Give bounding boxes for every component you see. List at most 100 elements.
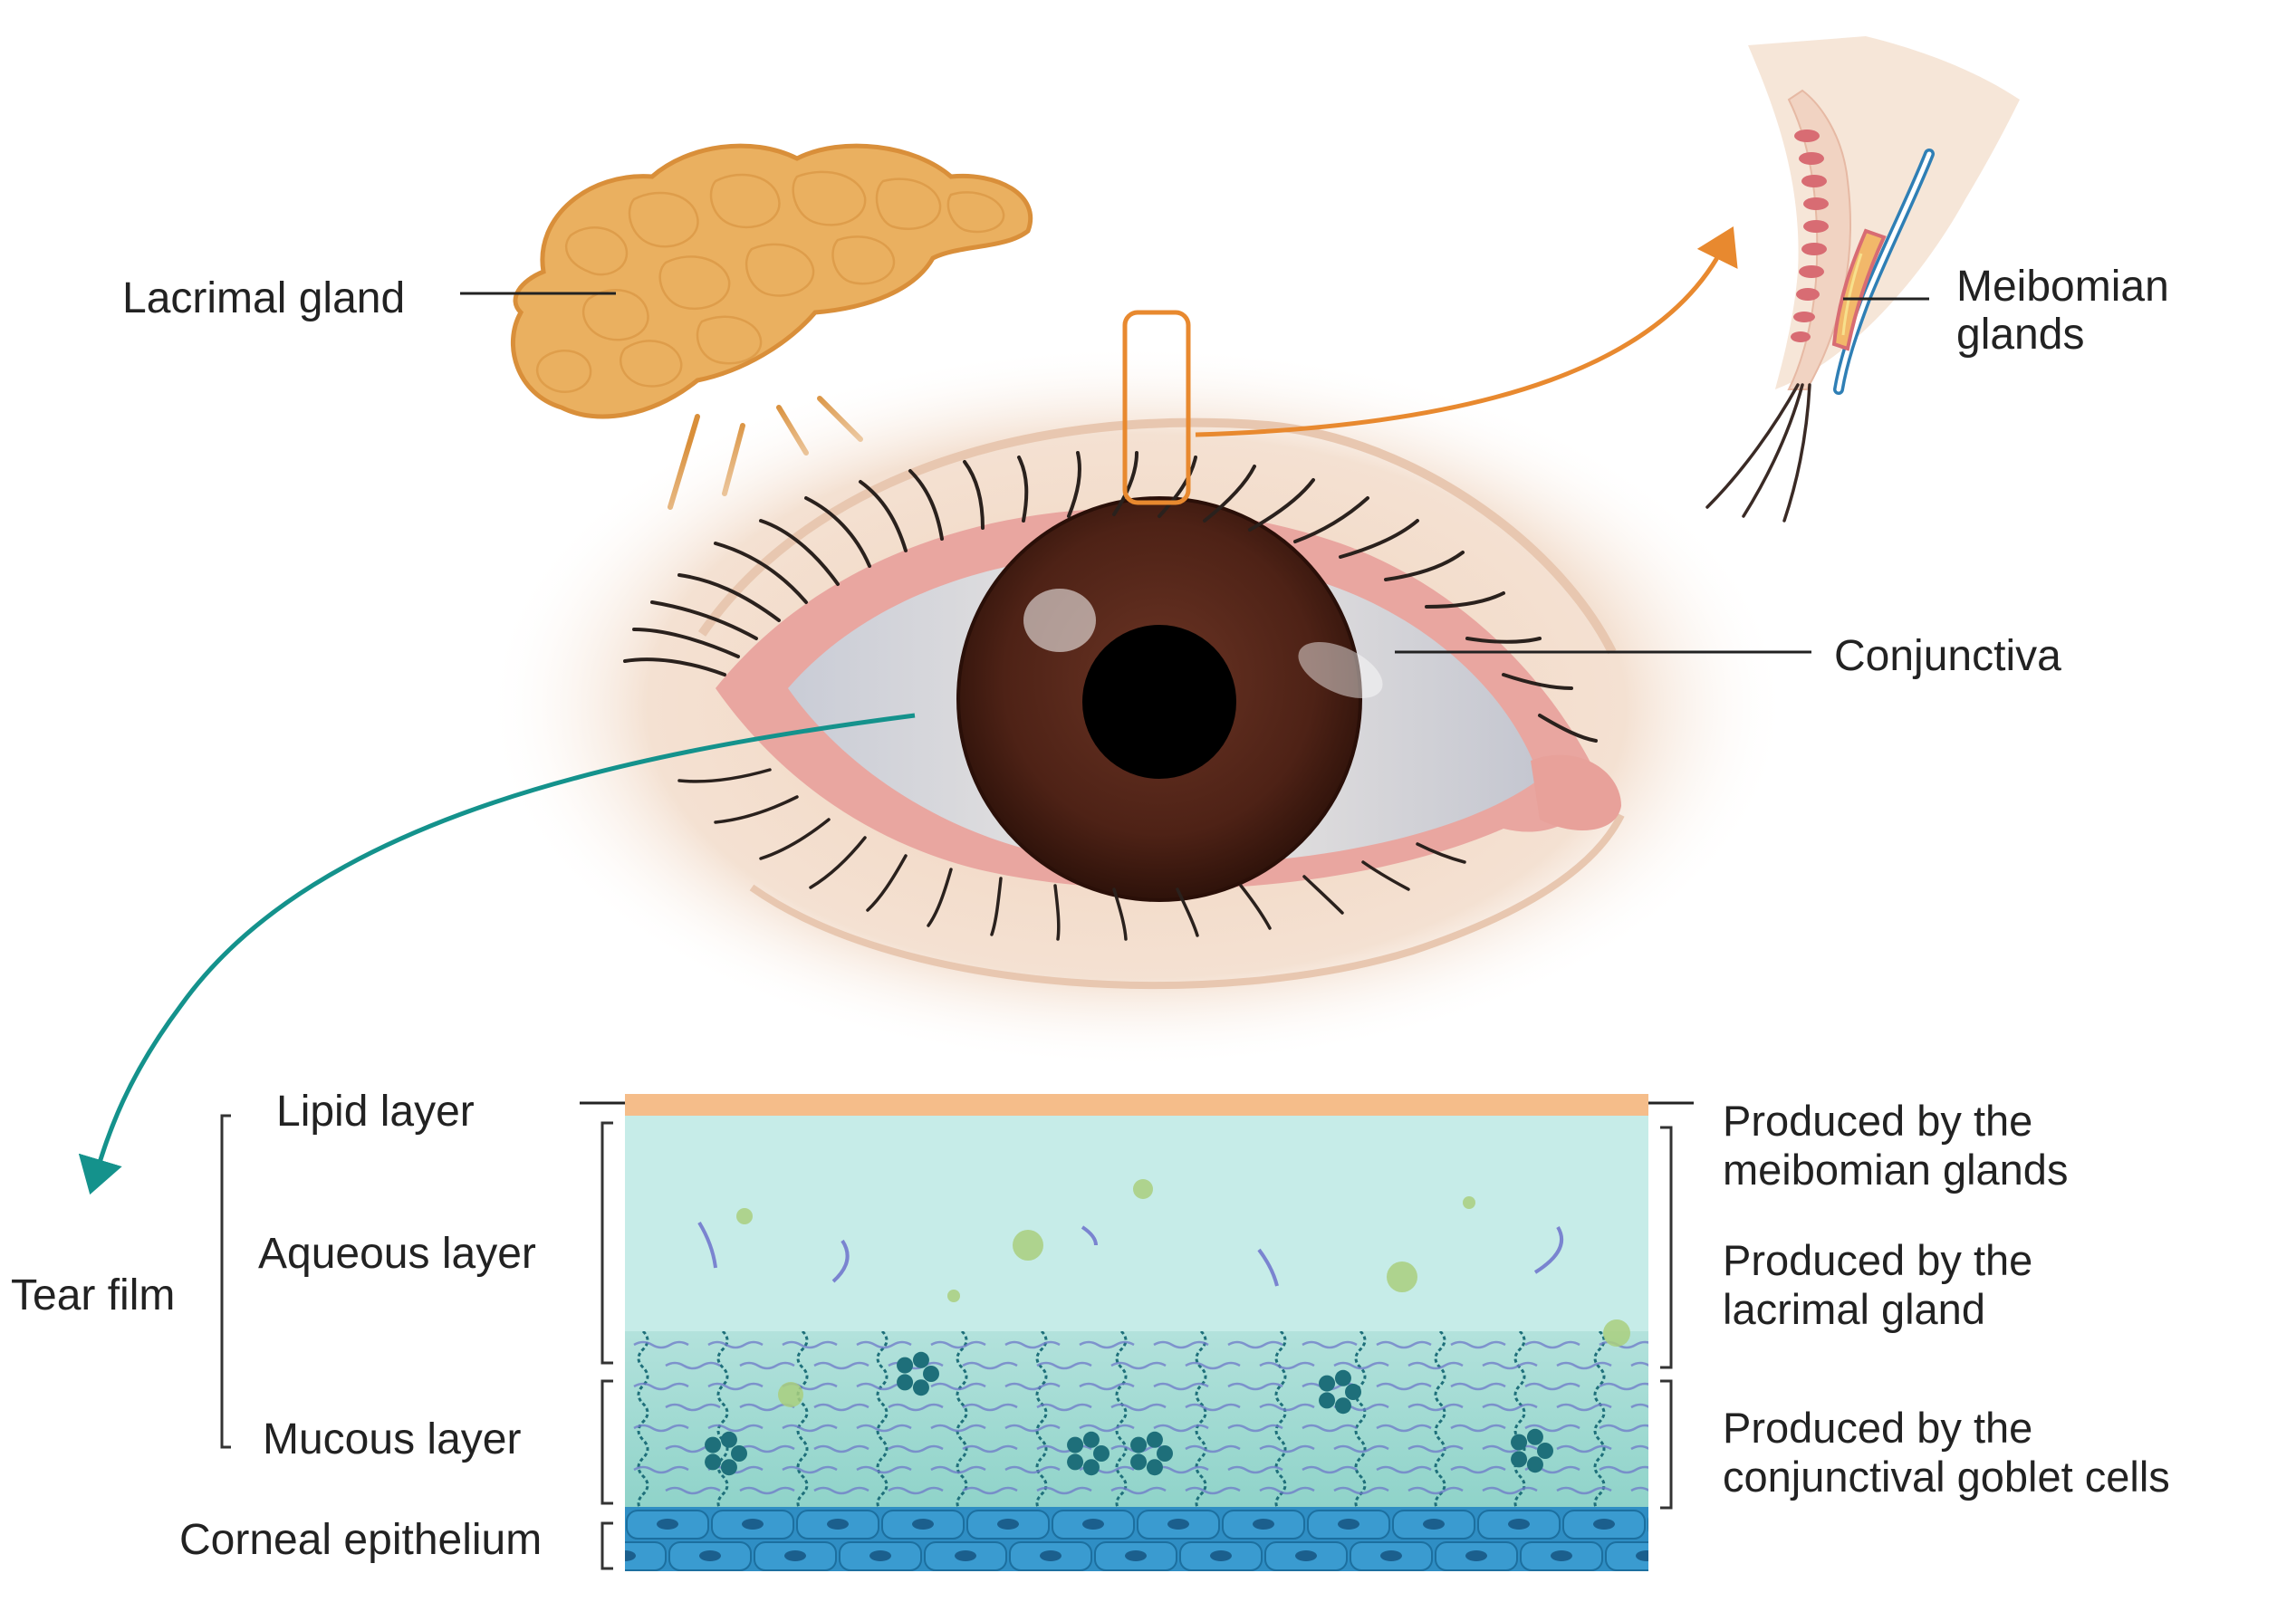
mucin-squiggle — [1450, 1382, 1506, 1391]
meibomian-label-line2: glands — [1956, 311, 2084, 359]
epithelium-bracket-left — [600, 1521, 613, 1570]
aqueous-bracket-right — [1660, 1126, 1673, 1369]
mucin-squiggle — [1227, 1465, 1283, 1474]
mucin-squiggle — [1407, 1403, 1464, 1412]
conjunctiva-label: Conjunctiva — [1834, 632, 2061, 680]
mucin-squiggle — [1376, 1382, 1432, 1391]
mucin-squiggle — [1259, 1444, 1315, 1453]
mucin-squiggle — [813, 1403, 869, 1412]
gland-acini — [1791, 130, 1829, 342]
epithelial-cell — [1477, 1510, 1561, 1540]
mucin-squiggle — [1227, 1424, 1283, 1433]
epithelial-cell — [711, 1510, 794, 1540]
mucin-squiggle — [739, 1361, 795, 1370]
mucin-rosette — [1130, 1431, 1173, 1476]
aqueous-bracket-left — [600, 1121, 613, 1365]
mucin-squiggle — [1302, 1424, 1358, 1433]
mucin-squiggle — [1036, 1361, 1092, 1370]
meibomian-gland-illustration — [1705, 36, 2020, 523]
meibomian-callout-box — [1122, 310, 1191, 505]
protein-particle — [778, 1382, 803, 1407]
mucin-squiggle — [1110, 1403, 1167, 1412]
mucin-squiggle — [1333, 1361, 1389, 1370]
epithelial-cell — [796, 1510, 879, 1540]
tear-film-cross-section — [625, 1114, 1648, 1571]
mucous-source-line1: Produced by the — [1723, 1404, 2032, 1452]
mucin-squiggle — [1556, 1444, 1612, 1453]
mucin-strand — [637, 1331, 649, 1508]
mucin-strand — [1434, 1331, 1446, 1508]
mucin-squiggle — [1630, 1444, 1648, 1451]
mucin-squiggle — [1079, 1382, 1135, 1391]
tear-film-label: Tear film — [11, 1271, 175, 1319]
protein-particle — [947, 1290, 960, 1302]
mucin-squiggle — [1110, 1361, 1167, 1370]
protein-strand — [1257, 1248, 1279, 1287]
protein-strand — [1533, 1225, 1563, 1274]
mucin-squiggle — [1482, 1486, 1538, 1495]
mucin-squiggle — [1450, 1340, 1506, 1349]
mucin-squiggle — [930, 1465, 986, 1474]
epithelial-cell — [754, 1541, 837, 1571]
tear-film-bracket — [220, 1114, 231, 1449]
mucin-strand — [956, 1331, 968, 1508]
mucin-squiggle — [930, 1424, 986, 1433]
mucin-squiggle — [707, 1424, 764, 1433]
mucin-rosette — [705, 1431, 747, 1476]
lacrimal-gland-illustration — [510, 143, 1033, 510]
mucin-squiggle — [1450, 1424, 1506, 1433]
epithelial-cell — [1179, 1541, 1263, 1571]
mucin-squiggle — [1599, 1424, 1648, 1433]
mucin-squiggle — [1556, 1486, 1612, 1495]
aqueous-source-line1: Produced by the — [1723, 1236, 2032, 1284]
mucin-squiggle — [1004, 1340, 1061, 1349]
epithelial-cell — [1052, 1510, 1135, 1540]
mucin-squiggle — [633, 1424, 689, 1433]
mucin-squiggle — [1004, 1424, 1061, 1433]
mucin-squiggle — [813, 1486, 869, 1495]
mucous-layer-band — [625, 1331, 1648, 1508]
mucin-strand — [1513, 1331, 1526, 1508]
protein-particle — [736, 1208, 753, 1224]
mucin-squiggle — [1153, 1424, 1209, 1433]
mucin-rosette — [1319, 1369, 1361, 1415]
mucin-strand — [1274, 1331, 1287, 1508]
mucin-squiggle — [633, 1382, 689, 1391]
lipid-source-line2: meibomian glands — [1723, 1146, 2068, 1194]
mucin-strand — [1354, 1331, 1367, 1508]
mucin-squiggle — [1259, 1403, 1315, 1412]
mucin-squiggle — [1482, 1403, 1538, 1412]
mucin-squiggle — [1630, 1361, 1648, 1367]
mucin-strand — [1035, 1331, 1048, 1508]
aqueous-source-line2: lacrimal gland — [1723, 1285, 1985, 1333]
mucin-rosette — [897, 1351, 939, 1396]
mucin-squiggle — [1079, 1340, 1135, 1349]
mucin-squiggle — [1153, 1465, 1209, 1474]
zoom-arrow-to-tear-film — [78, 713, 916, 1195]
mucin-squiggle — [813, 1361, 869, 1370]
mucin-squiggle — [707, 1382, 764, 1391]
aqueous-layer-label: Aqueous layer — [258, 1230, 536, 1278]
mucin-squiggle — [1185, 1486, 1241, 1495]
mucin-squiggle — [1110, 1486, 1167, 1495]
mucin-squiggle — [962, 1361, 1018, 1370]
protein-particle — [1603, 1319, 1630, 1347]
mucous-layer-label: Mucous layer — [263, 1415, 521, 1463]
mucin-squiggle — [1524, 1424, 1580, 1433]
protein-particle — [1463, 1196, 1475, 1209]
mucin-squiggle — [665, 1403, 721, 1412]
mucin-squiggle — [1185, 1361, 1241, 1370]
mucin-squiggle — [1036, 1403, 1092, 1412]
mucin-squiggle — [739, 1486, 795, 1495]
mucin-squiggle — [1407, 1361, 1464, 1370]
protein-particle — [1133, 1179, 1153, 1199]
mucin-squiggle — [1407, 1486, 1464, 1495]
epithelial-cell — [1350, 1541, 1433, 1571]
mucin-squiggle — [1079, 1424, 1135, 1433]
mucin-squiggle — [962, 1444, 1018, 1453]
mucin-squiggle — [962, 1403, 1018, 1412]
mucin-squiggle — [888, 1486, 944, 1495]
epithelial-cell — [1222, 1510, 1305, 1540]
epithelial-cell — [626, 1510, 709, 1540]
epithelial-cell — [668, 1541, 752, 1571]
